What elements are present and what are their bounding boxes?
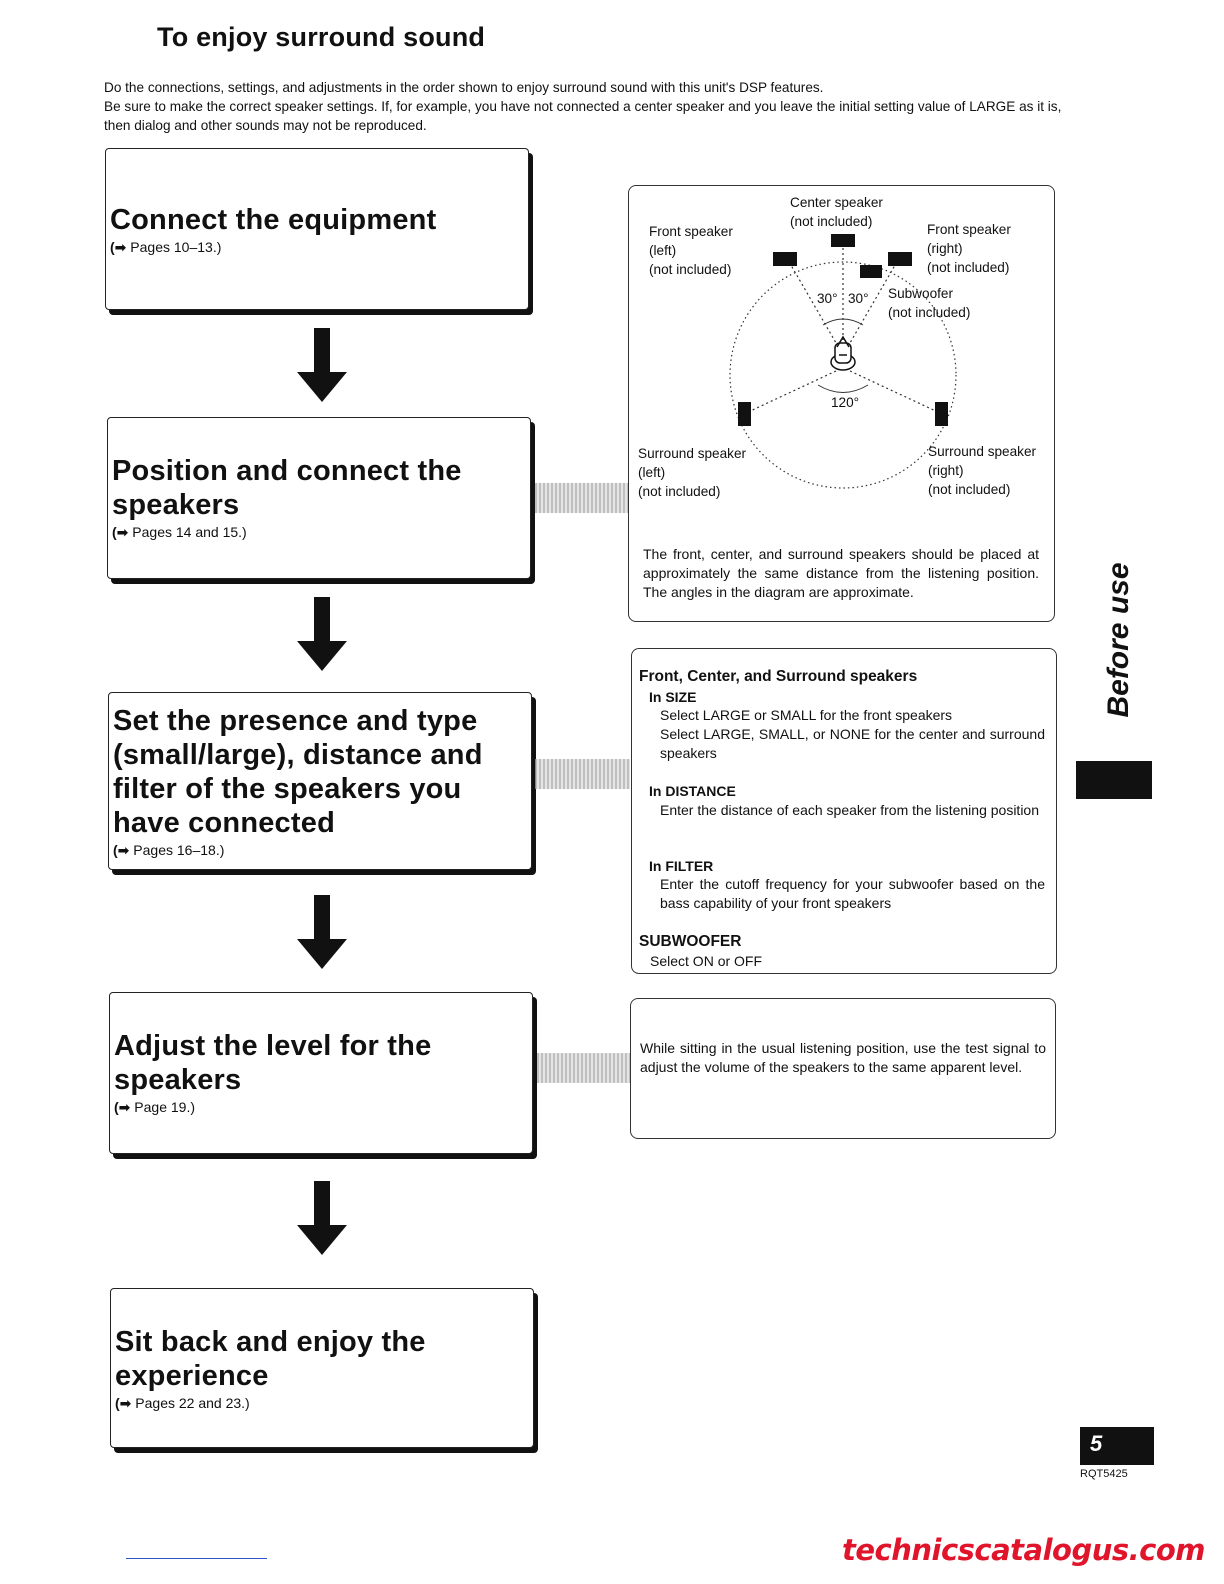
watermark: technicscatalogus.com — [842, 1533, 1205, 1567]
label-subwoofer: Subwoofer(not included) — [888, 286, 971, 320]
intro-line-1: Do the connections, settings, and adjust… — [104, 80, 824, 95]
size-heading: In SIZE — [649, 689, 697, 705]
level-panel — [630, 998, 1056, 1139]
front-right-speaker-icon — [888, 252, 912, 266]
step-heading: Connect the equipment — [110, 204, 437, 236]
label-surround-left: Surround speaker(left)(not included) — [638, 446, 747, 499]
intro-line-2: Be sure to make the correct speaker sett… — [104, 99, 1062, 133]
label-surround-right: Surround speaker(right)(not included) — [928, 444, 1037, 497]
step-heading: Sit back and enjoy the experience — [115, 1326, 426, 1392]
subwoofer-text: Select ON or OFF — [650, 953, 763, 969]
page-reference: (➡ Pages 14 and 15.) — [112, 524, 247, 540]
label-angle-left: 30° — [817, 291, 838, 306]
connector-bar — [535, 759, 630, 789]
section-marker — [1076, 761, 1152, 799]
ref-arrow-icon: (➡ — [114, 1099, 135, 1115]
step-set-speakers: Set the presence and type (small/large),… — [108, 692, 532, 870]
center-speaker-icon — [831, 234, 855, 247]
filter-text: Enter the cutoff frequency for your subw… — [660, 876, 1045, 911]
page-number: 5 — [1080, 1427, 1154, 1465]
speaker-settings-panel — [631, 648, 1057, 974]
settings-heading: Front, Center, and Surround speakers — [639, 668, 918, 685]
down-arrow-icon — [297, 895, 347, 969]
down-arrow-icon — [297, 597, 347, 671]
page-reference: (➡ Pages 16–18.) — [113, 842, 225, 858]
distance-heading: In DISTANCE — [649, 783, 736, 799]
size-text-2: Select LARGE, SMALL, or NONE for the cen… — [660, 726, 1045, 761]
label-front-right: Front speaker(right)(not included) — [927, 222, 1011, 275]
surround-right-speaker-icon — [935, 402, 948, 426]
surround-left-speaker-icon — [738, 402, 751, 426]
down-arrow-icon — [297, 328, 347, 402]
step-heading: Position and connect the speakers — [112, 455, 462, 521]
subwoofer-heading: SUBWOOFER — [639, 933, 742, 950]
connector-bar — [535, 483, 628, 513]
step-heading: Adjust the level for the speakers — [114, 1030, 432, 1096]
listener-icon — [830, 335, 856, 371]
bottom-rule — [126, 1558, 267, 1559]
page-title: To enjoy surround sound — [157, 22, 486, 52]
distance-text: Enter the distance of each speaker from … — [660, 802, 1039, 818]
size-text-1: Select LARGE or SMALL for the front spea… — [660, 707, 953, 723]
model-code: RQT5425 — [1080, 1468, 1128, 1480]
speaker-diagram-panel — [628, 185, 1055, 622]
subwoofer-icon — [860, 265, 882, 278]
ref-arrow-icon: (➡ — [112, 524, 133, 540]
front-left-speaker-icon — [773, 252, 797, 266]
filter-heading: In FILTER — [649, 858, 714, 874]
down-arrow-icon — [297, 1181, 347, 1255]
label-angle-right: 30° — [848, 291, 869, 306]
level-text: While sitting in the usual listening pos… — [640, 1040, 1046, 1075]
connector-bar — [537, 1053, 630, 1083]
step-heading: Set the presence and type (small/large),… — [113, 705, 483, 839]
page-reference: (➡ Page 19.) — [114, 1099, 196, 1115]
step-enjoy: Sit back and enjoy the experience (➡ Pag… — [110, 1288, 534, 1448]
step-connect-equipment: Connect the equipment (➡ Pages 10–13.) — [105, 148, 529, 310]
intro-text: Do the connections, settings, and adjust… — [104, 78, 1064, 135]
ref-arrow-icon: (➡ — [115, 1395, 136, 1411]
label-center-speaker: Center speaker(not included) — [790, 195, 883, 229]
page-reference: (➡ Pages 10–13.) — [110, 239, 222, 255]
label-angle-rear: 120° — [831, 395, 860, 410]
ref-arrow-icon: (➡ — [110, 239, 131, 255]
ref-arrow-icon: (➡ — [113, 842, 134, 858]
page-reference: (➡ Pages 22 and 23.) — [115, 1395, 250, 1411]
step-adjust-level: Adjust the level for the speakers (➡ Pag… — [109, 992, 533, 1154]
speaker-layout-diagram — [729, 234, 957, 489]
step-position-speakers: Position and connect the speakers (➡ Pag… — [107, 417, 531, 579]
diagram-note: The front, center, and surround speakers… — [643, 546, 1039, 600]
section-tab: Before use — [1102, 562, 1135, 718]
label-front-left: Front speaker(left)(not included) — [649, 224, 733, 277]
